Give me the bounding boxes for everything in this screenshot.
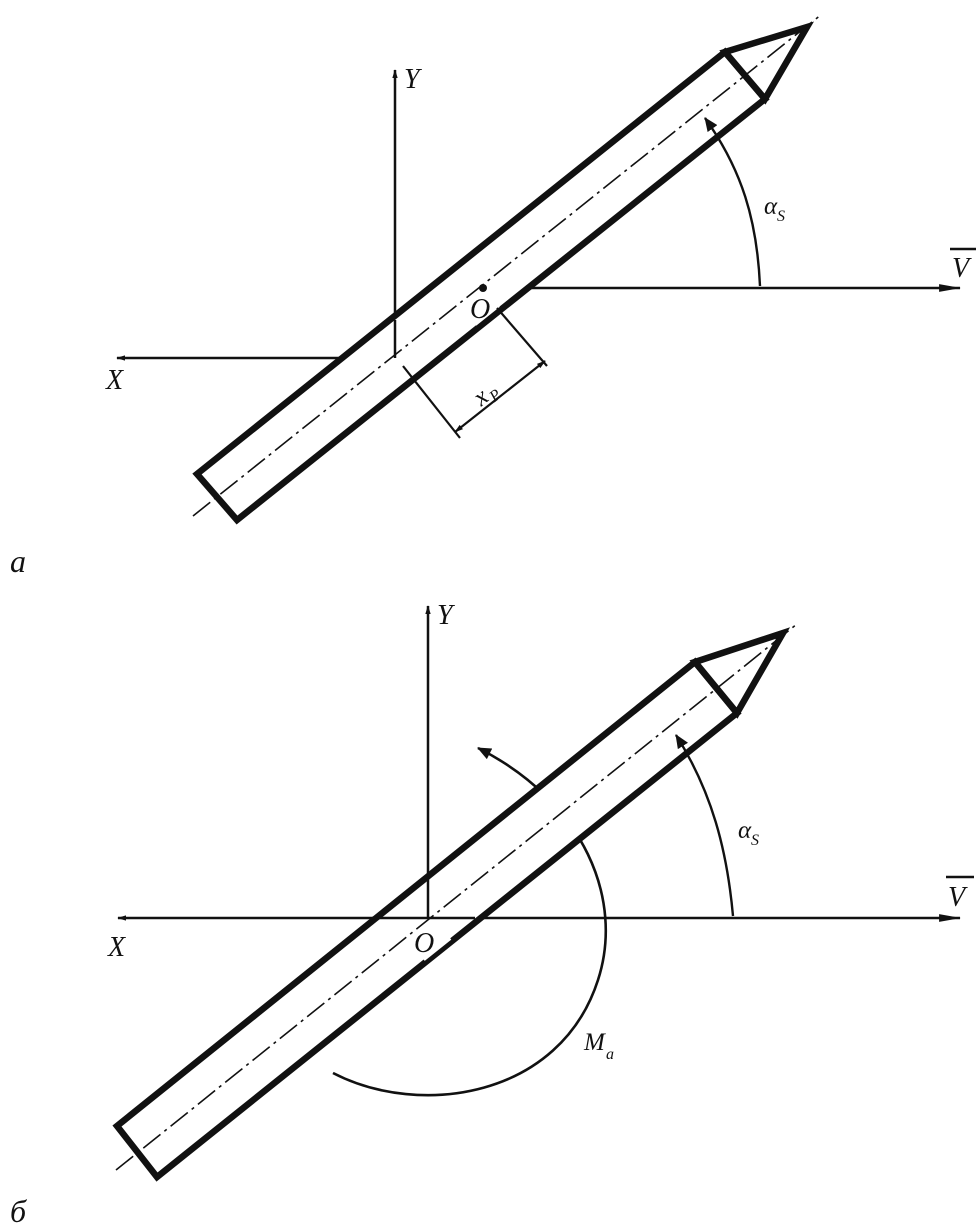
dim-line-a	[454, 360, 546, 433]
angle-arc-a	[704, 117, 762, 287]
figure-b: Y X O V α S M a	[107, 600, 974, 1182]
velocity-label-b: V	[948, 882, 968, 913]
centerline-a	[192, 13, 823, 517]
angle-label-a: α	[764, 193, 778, 220]
angle-label-b: α	[738, 817, 752, 844]
velocity-label-a: V	[952, 253, 972, 284]
angle-subscript-a: S	[777, 208, 785, 225]
axis-y-label-b: Y	[437, 600, 456, 631]
centerline-b	[115, 623, 798, 1171]
angle-arc-b	[674, 734, 735, 917]
angle-subscript-b: S	[751, 832, 759, 849]
axis-x-label-b: X	[107, 932, 126, 963]
distance-label-a: x P	[467, 383, 504, 412]
origin-point-a	[479, 284, 487, 292]
figure-a: Y X O V α S x P	[105, 13, 976, 525]
moment-subscript-b: a	[606, 1046, 614, 1063]
axis-x-label-a: X	[105, 365, 124, 396]
panel-label-b: б	[10, 1193, 27, 1229]
axis-y-label-a: Y	[404, 64, 423, 95]
origin-label-b: O	[414, 928, 434, 959]
origin-gap-b	[414, 927, 452, 961]
moment-label-b: M	[583, 1029, 606, 1056]
panel-label-a: а	[10, 543, 26, 579]
dim-extension-2-a	[496, 307, 548, 367]
origin-label-a: O	[470, 294, 490, 325]
origin-gap-a	[466, 294, 500, 326]
dim-extension-1-a	[402, 365, 461, 439]
